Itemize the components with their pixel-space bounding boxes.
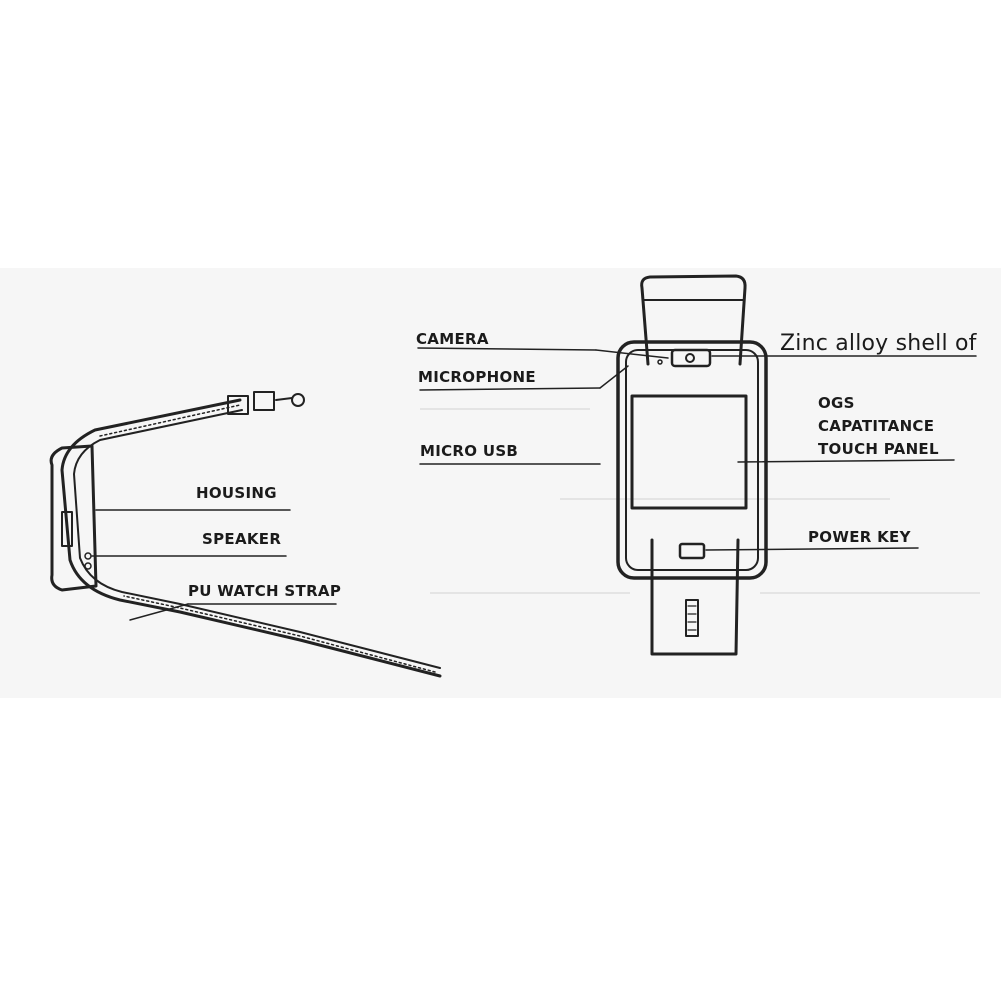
power-key-leader bbox=[705, 547, 919, 551]
faint-scan-mark bbox=[430, 592, 630, 594]
faint-scan-mark bbox=[760, 592, 980, 594]
ogs-label-line3: TOUCH PANEL bbox=[818, 440, 939, 458]
ogs-leader bbox=[737, 459, 955, 463]
front-view-watch bbox=[417, 274, 977, 656]
strap-leader bbox=[129, 603, 189, 621]
faint-scan-mark bbox=[560, 498, 890, 500]
camera-leader bbox=[417, 347, 597, 351]
microphone-label: MICROPHONE bbox=[418, 368, 536, 386]
faint-scan-mark bbox=[420, 408, 590, 410]
housing-label: HOUSING bbox=[196, 484, 277, 502]
micro-usb-label: MICRO USB bbox=[420, 442, 518, 460]
side-view-watch bbox=[49, 391, 442, 678]
pu-strap-label: PU WATCH STRAP bbox=[188, 582, 341, 600]
ogs-label-line1: OGS bbox=[818, 394, 855, 412]
speaker-label: SPEAKER bbox=[202, 530, 281, 548]
ogs-label-line2: CAPATITANCE bbox=[818, 417, 934, 435]
zinc-shell-label: Zinc alloy shell of bbox=[780, 331, 978, 356]
scanned-paper-area bbox=[0, 268, 1001, 698]
power-key-label: POWER KEY bbox=[808, 528, 912, 546]
camera-label: CAMERA bbox=[416, 330, 489, 348]
microphone-leader bbox=[419, 387, 601, 391]
